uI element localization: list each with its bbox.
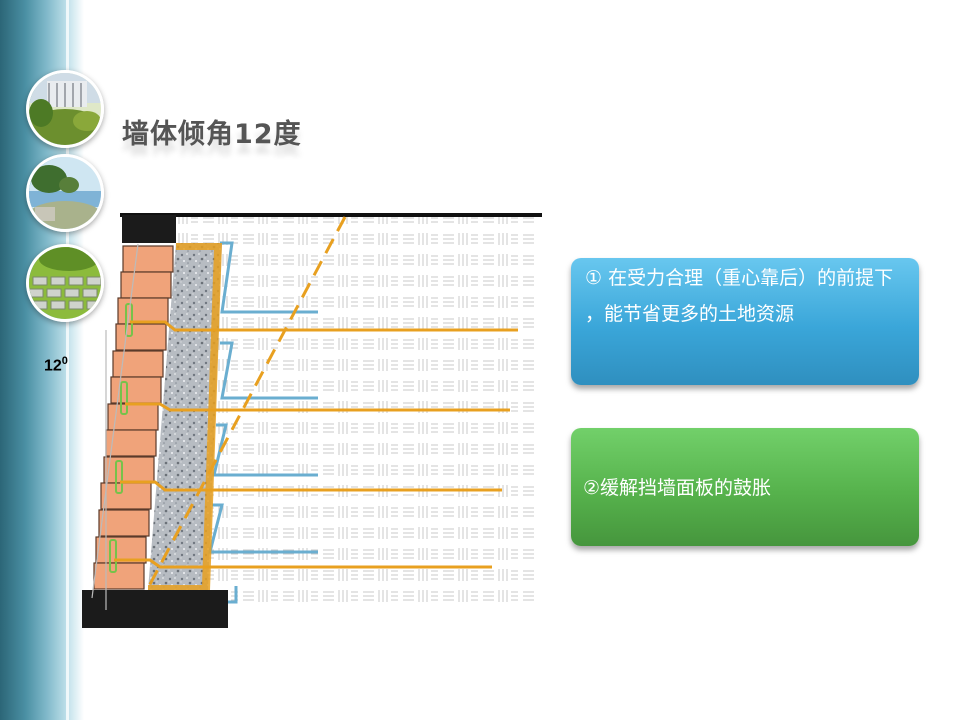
drain-boundary [148,243,222,590]
wall-foundation [82,590,228,628]
incline-reference-line [91,243,139,599]
benefit-text-2: ②缓解挡墙面板的鼓胀 [583,477,772,499]
benefit-text-1: ① 在受力合理（重心靠后）的前提下 ，能节省更多的土地资源 [585,267,894,325]
soil-backfill [175,215,535,610]
geogrid-reinforcement [114,320,518,569]
benefit-box-1: ① 在受力合理（重心靠后）的前提下 ，能节省更多的土地资源 [571,258,919,385]
connection-pins [109,303,133,573]
garden-thumbnail [26,70,104,148]
failure-plane [146,216,347,589]
angle-label: 120 [44,355,68,375]
benefit-box-2: ②缓解挡墙面板的鼓胀 [571,428,919,546]
wall-cap [122,215,176,243]
angle-degree-mark: 0 [61,355,68,367]
lake-thumbnail [26,154,104,232]
paving-thumbnail [26,244,104,322]
angle-value: 12 [44,357,62,375]
slide-title: 墙体倾角12度 [122,119,302,150]
